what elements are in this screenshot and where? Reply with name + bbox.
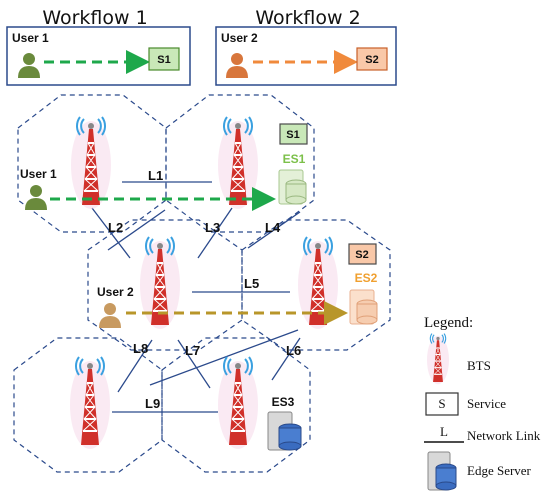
workflow-2-user-label: User 2: [221, 31, 258, 45]
hex-cell-4: [241, 219, 391, 351]
legend-bts-label: BTS: [467, 358, 491, 373]
link-L6-line: [271, 337, 301, 381]
hex-cell-1: [17, 94, 167, 233]
link-L3-label: L3: [205, 220, 220, 235]
edge-server-es3-icon: [267, 411, 302, 451]
link-L1-label: L1: [148, 168, 163, 183]
edge-server-es3-label: ES3: [272, 395, 295, 409]
workflow-2-title: Workflow 2: [255, 7, 360, 29]
link-L5-label: L5: [244, 276, 259, 291]
link-L2-line-b: [107, 209, 166, 251]
workflow-2-service-label: S2: [365, 54, 378, 66]
legend-title: Legend:: [424, 315, 473, 331]
legend-edge-server-label: Edge Server: [467, 463, 532, 478]
bts-tower-1: [70, 116, 112, 210]
link-L3-line: [197, 207, 233, 259]
link-L7-label: L7: [185, 343, 200, 358]
hex-cell-3: [87, 219, 243, 351]
link-L8-line: [117, 339, 153, 393]
workflow-1-user-label: User 1: [12, 31, 49, 45]
link-L4-line: [247, 211, 301, 249]
link-L6-label: L6: [286, 343, 301, 358]
bts-tower-2: [217, 116, 259, 210]
legend-link-symbol: L: [440, 424, 448, 439]
bts-tower-4: [297, 236, 339, 330]
service-s1-box: [279, 123, 308, 145]
bts-tower-6: [217, 356, 259, 450]
legend-network-link-label: Network Link: [467, 428, 541, 443]
legend-service-symbol: S: [438, 396, 445, 411]
network-links: [91, 181, 301, 413]
edge-server-es2-label: ES2: [355, 271, 378, 285]
link-L7-line-b: [149, 329, 299, 386]
link-L8-label: L8: [133, 341, 148, 356]
legend-bts-icon: [426, 333, 450, 385]
link-L2-line-a: [91, 207, 131, 259]
cell-user-1-label: User 1: [20, 167, 57, 181]
bts-tower-5: [69, 356, 111, 450]
link-L4-label: L4: [265, 220, 281, 235]
service-s1-label: S1: [286, 129, 299, 141]
legend: Legend: BTS S Service L Network Link Edg…: [424, 315, 541, 491]
hex-cell-2: [165, 94, 315, 233]
cell-user-2-label: User 2: [97, 285, 134, 299]
legend-service-label: Service: [467, 396, 506, 411]
bts-tower-3: [139, 236, 181, 330]
workflow-1-service-box: [148, 47, 180, 71]
hex-cell-5: [13, 337, 163, 473]
service-s2-label: S2: [355, 249, 368, 261]
workflow-1-title: Workflow 1: [42, 7, 147, 29]
edge-server-es2-icon: [349, 289, 378, 325]
link-L9-label: L9: [145, 396, 160, 411]
hex-cells: [13, 94, 391, 473]
edge-server-es1-icon: [278, 169, 307, 205]
service-s2-box: [348, 243, 377, 265]
workflow-1-service-label: S1: [157, 54, 170, 66]
legend-service-symbol-box: [425, 392, 459, 416]
edge-server-es1-label: ES1: [283, 152, 306, 166]
workflow-2-service-box: [356, 47, 388, 71]
link-L7-line-a: [177, 339, 211, 389]
hex-cell-6: [161, 337, 311, 473]
legend-edge-server-icon: [427, 451, 457, 491]
link-L2-label: L2: [108, 220, 123, 235]
